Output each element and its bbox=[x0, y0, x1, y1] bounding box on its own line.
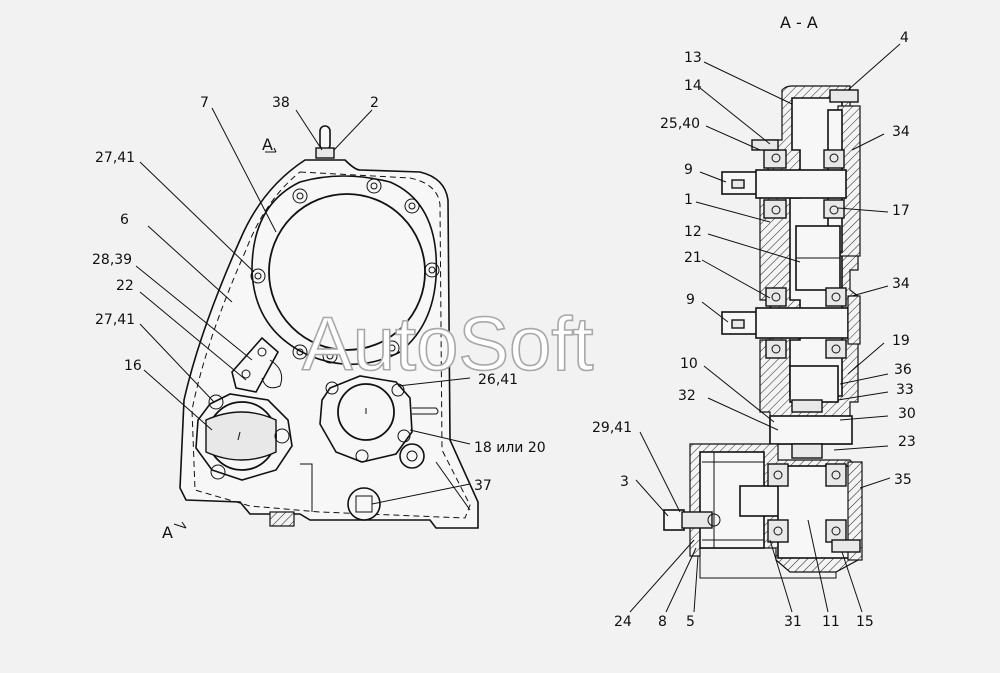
label-1: 1 bbox=[684, 192, 693, 208]
flange-bolts bbox=[250, 178, 440, 364]
label-38: 38 bbox=[272, 95, 290, 111]
label-35: 35 bbox=[894, 472, 912, 488]
label-2: 2 bbox=[370, 95, 379, 111]
label-33: 33 bbox=[896, 382, 914, 398]
section-mark-bottom: А bbox=[162, 523, 173, 542]
label-26-41: 26,41 bbox=[478, 372, 518, 388]
housing-bolt bbox=[399, 443, 425, 469]
label-19: 19 bbox=[892, 333, 910, 349]
label-6: 6 bbox=[120, 212, 129, 228]
label-31: 31 bbox=[784, 614, 802, 630]
lower-gear-upper bbox=[789, 365, 839, 403]
label-5: 5 bbox=[686, 614, 695, 630]
label-10: 10 bbox=[680, 356, 698, 372]
label-7: 7 bbox=[200, 95, 209, 111]
upper-bearing-right bbox=[823, 199, 845, 219]
label-30: 30 bbox=[898, 406, 916, 422]
label-12: 12 bbox=[684, 224, 702, 240]
watermark: AutoSoft bbox=[302, 302, 594, 387]
side-bolt bbox=[663, 509, 685, 531]
label-37: 37 bbox=[474, 478, 492, 494]
output-shaft-end bbox=[739, 485, 781, 517]
label-27-41-b: 27,41 bbox=[95, 312, 135, 328]
upper-shaft bbox=[755, 169, 847, 199]
label-3: 3 bbox=[620, 474, 629, 490]
label-11: 11 bbox=[822, 614, 840, 630]
labels-section-view: А - А 13 4 14 25,40 34 9 1 17 12 21 34 9… bbox=[592, 13, 916, 630]
label-29-41: 29,41 bbox=[592, 420, 632, 436]
leader-lines bbox=[135, 43, 901, 613]
label-18-20: 18 или 20 bbox=[474, 440, 546, 456]
section-mark-top: А bbox=[262, 135, 273, 154]
top-bolt bbox=[319, 125, 331, 151]
label-24: 24 bbox=[614, 614, 632, 630]
section-view-a-a bbox=[663, 85, 863, 579]
label-16: 16 bbox=[124, 358, 142, 374]
front-view bbox=[173, 125, 479, 529]
top-bolt-4 bbox=[829, 89, 859, 103]
label-17: 17 bbox=[892, 203, 910, 219]
housing-inner-contour bbox=[191, 171, 471, 519]
label-9-a: 9 bbox=[684, 162, 693, 178]
label-23: 23 bbox=[898, 434, 916, 450]
upper-bearing-left bbox=[763, 199, 787, 219]
label-21: 21 bbox=[684, 250, 702, 266]
label-25-40: 25,40 bbox=[660, 116, 700, 132]
label-34-b: 34 bbox=[892, 276, 910, 292]
label-36: 36 bbox=[894, 362, 912, 378]
bolt-15 bbox=[831, 539, 861, 553]
right-bearing-cover bbox=[319, 375, 439, 463]
drain-plug bbox=[347, 487, 381, 521]
label-9-b: 9 bbox=[686, 292, 695, 308]
label-28-39: 28,39 bbox=[92, 252, 132, 268]
label-32: 32 bbox=[678, 388, 696, 404]
label-15: 15 bbox=[856, 614, 874, 630]
mounting-lug bbox=[269, 511, 295, 527]
label-14: 14 bbox=[684, 78, 702, 94]
label-4: 4 bbox=[900, 30, 909, 46]
label-13: 13 bbox=[684, 50, 702, 66]
label-8: 8 bbox=[658, 614, 667, 630]
left-bearing-cover bbox=[195, 393, 293, 481]
label-34-a: 34 bbox=[892, 124, 910, 140]
top-bolt-nut bbox=[315, 147, 335, 159]
coupling-sleeve bbox=[769, 415, 853, 445]
section-title: А - А bbox=[780, 13, 818, 32]
label-22: 22 bbox=[116, 278, 134, 294]
right-cover-middle bbox=[847, 295, 861, 345]
middle-shaft bbox=[755, 307, 849, 339]
label-27-41-a: 27,41 bbox=[95, 150, 135, 166]
right-cover-lower bbox=[847, 461, 863, 561]
labels-front-view: 7 38 2 А 27,41 6 28,39 22 27,41 16 26,41… bbox=[92, 95, 546, 542]
